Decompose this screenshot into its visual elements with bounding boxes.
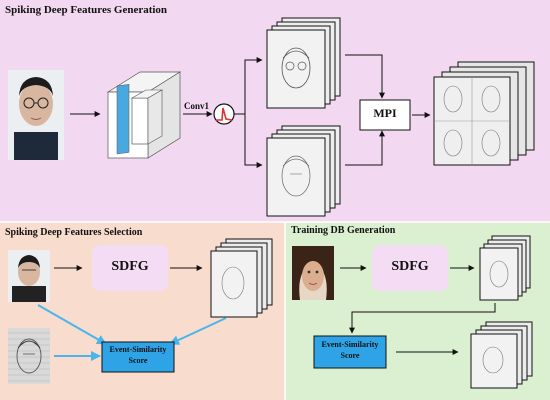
sdfg-box-selection [92, 245, 168, 291]
mpi-box [359, 99, 411, 131]
panel-title-generation: Spiking Deep Features Generation [5, 4, 168, 16]
mpi-label: MPI [373, 106, 397, 120]
panel-title-selection: Spiking Deep Features Selection [5, 227, 143, 238]
feature-map-stack-bottom [266, 125, 341, 217]
score-label-training-line1: Event-Similarity [321, 340, 379, 349]
score-label-training-line2: Score [340, 351, 360, 360]
input-face-photo [8, 70, 64, 160]
selection-face-photo [8, 250, 50, 302]
spiking-neuron-icon [213, 103, 235, 125]
selection-feature-stack [210, 238, 273, 318]
training-feature-stack [479, 235, 531, 301]
sdfg-label-selection: SDFG [111, 259, 149, 274]
training-output-stack [470, 321, 533, 389]
score-label-selection-line1: Event-Similarity [109, 345, 167, 354]
conv1-label: Conv1 [184, 101, 210, 111]
panel-title-training: Training DB Generation [291, 225, 396, 236]
mpi-output-stack [433, 61, 535, 166]
cnn-layers-block [106, 71, 182, 159]
selection-query-sketch [8, 328, 50, 384]
score-label-selection-line2: Score [128, 356, 148, 365]
training-face-photo [292, 246, 334, 300]
sdfg-box-training [372, 245, 448, 291]
feature-map-stack-top [266, 17, 341, 109]
score-box-training [313, 335, 387, 369]
sdfg-label-training: SDFG [391, 259, 429, 274]
score-box-selection [101, 341, 175, 373]
